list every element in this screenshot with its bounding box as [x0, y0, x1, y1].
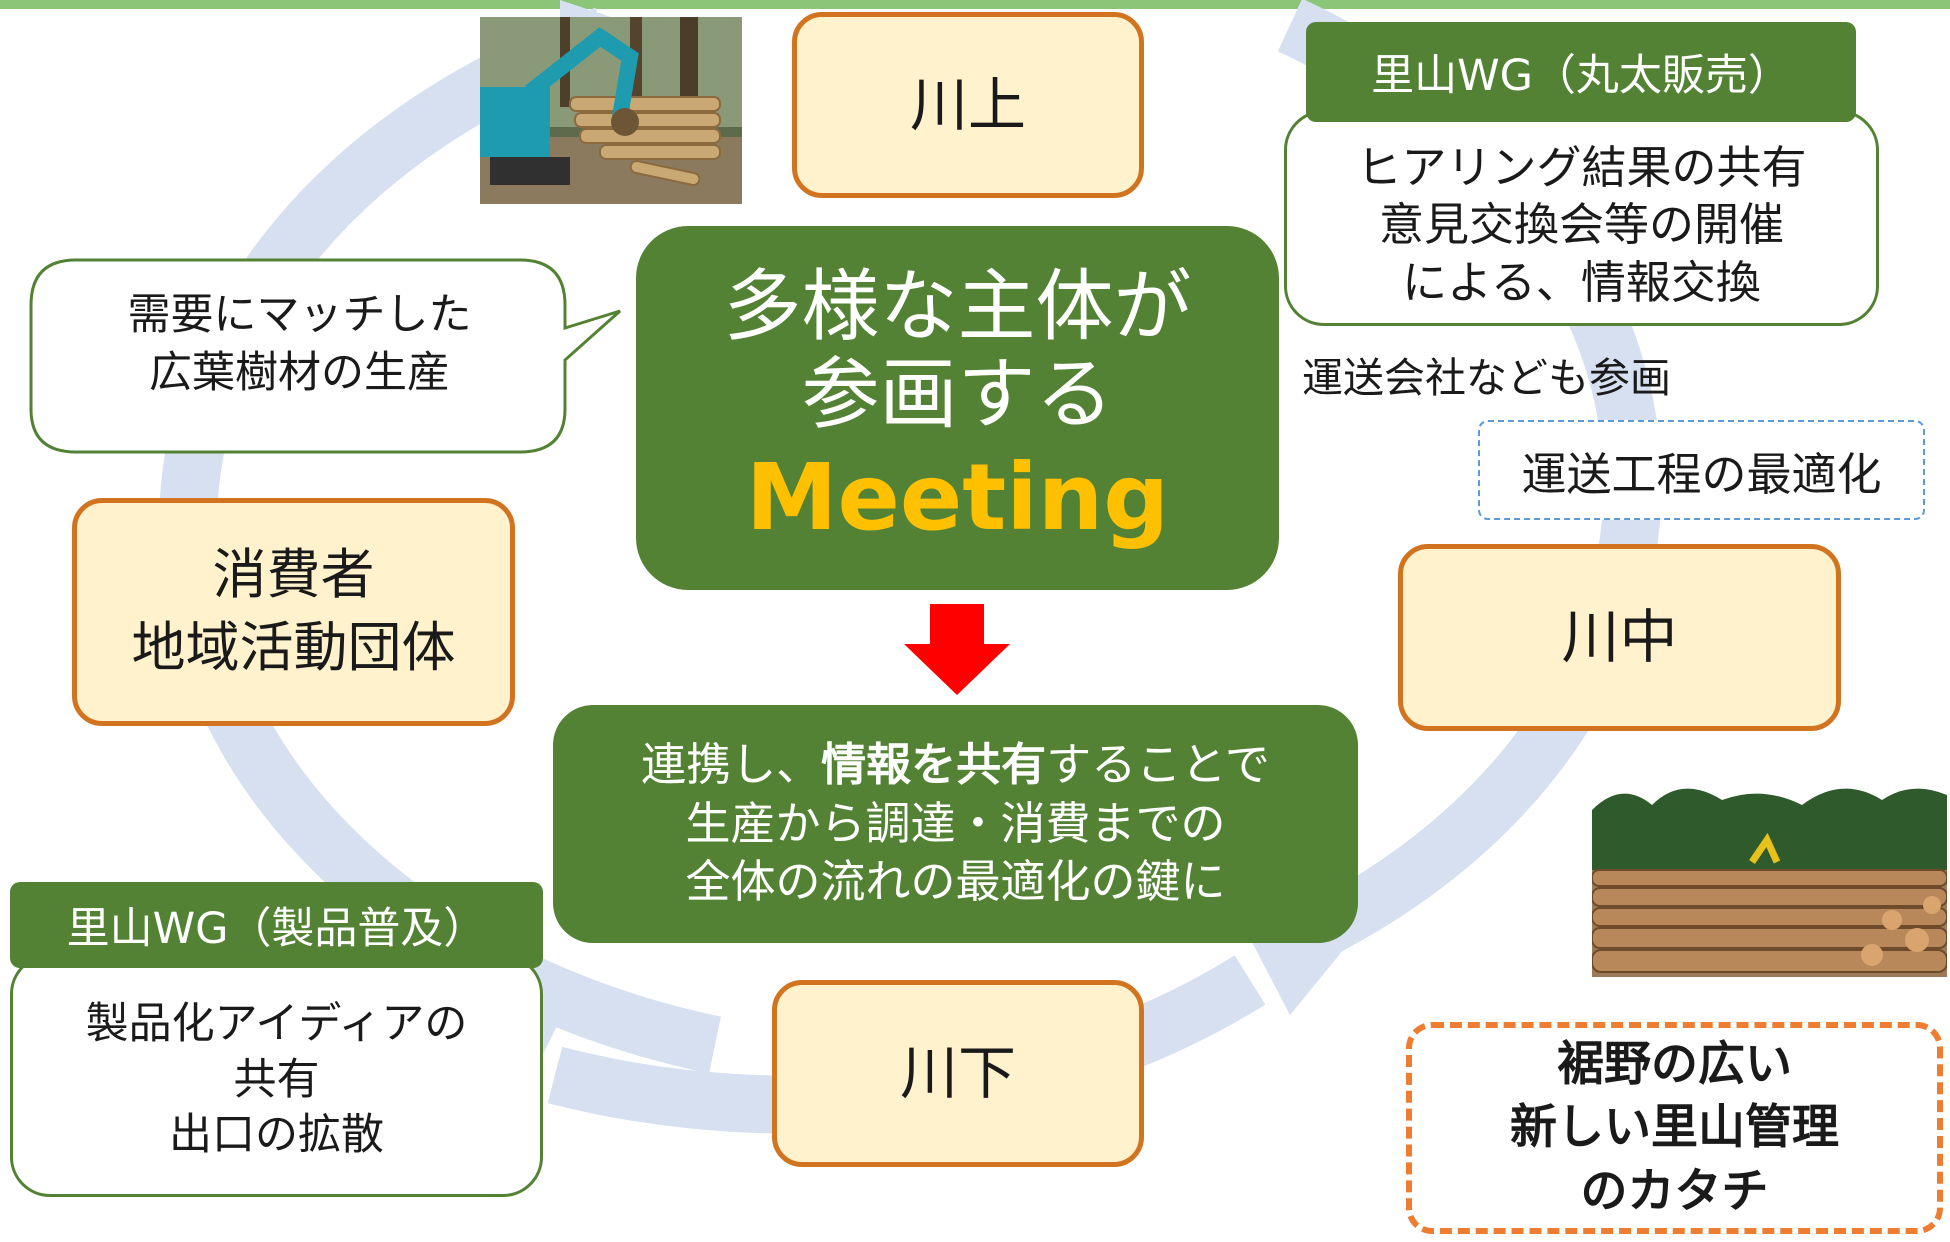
wg-product-line-3: 出口の拡散	[169, 1110, 384, 1161]
stage-downstream: 川下	[772, 980, 1144, 1167]
demand-callout	[29, 258, 621, 454]
consumers-line-1: 消費者	[212, 543, 375, 607]
share-line-1-pre: 連携し、	[641, 738, 822, 792]
demand-callout-line-1: 需要にマッチした	[127, 290, 472, 340]
share-line-1: 連携し、情報を共有することで	[641, 736, 1270, 795]
info-share-box: 連携し、情報を共有することで 生産から調達・消費までの 全体の流れの最適化の鍵に	[553, 705, 1358, 943]
stage-downstream-label: 川下	[899, 1039, 1016, 1108]
consumers-line-2: 地域活動団体	[131, 616, 456, 679]
center-meeting-box: 多様な主体が 参画する Meeting	[636, 226, 1279, 590]
management-line-1: 裾野の広い	[1557, 1036, 1792, 1092]
wg-product-line-1: 製品化アイディアの	[85, 998, 468, 1049]
center-line-2: 参画する	[801, 349, 1114, 440]
excavator-log-photo	[480, 17, 742, 204]
wg-product-title: 里山WG（製品普及）	[66, 904, 487, 954]
wg-log-sales-line-3: による、情報交換	[1402, 255, 1761, 309]
share-line-2: 生産から調達・消費までの	[685, 796, 1226, 850]
stage-consumers: 消費者 地域活動団体	[72, 498, 515, 726]
share-line-3: 全体の流れの最適化の鍵に	[685, 855, 1226, 909]
stage-midstream-label: 川中	[1561, 603, 1678, 672]
wg-log-sales-header: 里山WG（丸太販売）	[1306, 22, 1856, 122]
share-line-1-bold: 情報を共有	[821, 738, 1047, 792]
wg-log-sales-box: ヒアリング結果の共有 意見交換会等の開催 による、情報交換	[1284, 110, 1879, 326]
wg-log-sales-line-2: 意見交換会等の開催	[1378, 198, 1784, 252]
wg-product-box: 製品化アイディアの 共有 出口の拡散	[10, 954, 543, 1197]
wg-product-header: 里山WG（製品普及）	[10, 882, 543, 968]
stage-midstream: 川中	[1398, 544, 1841, 731]
share-line-1-post: することで	[1046, 738, 1270, 792]
wg-log-sales-title: 里山WG（丸太販売）	[1371, 51, 1791, 101]
demand-callout-text: 需要にマッチした 広葉樹材の生産	[32, 286, 567, 402]
down-arrow-icon	[904, 604, 1010, 695]
management-line-2: 新しい里山管理	[1510, 1100, 1839, 1156]
top-accent-bar	[0, 0, 1950, 9]
management-line-3: のカタチ	[1580, 1163, 1769, 1219]
wg-log-sales-line-1: ヒアリング結果の共有	[1356, 141, 1807, 195]
satoyama-management-note: 裾野の広い 新しい里山管理 のカタチ	[1406, 1022, 1943, 1234]
transport-note: 運送会社なども参画	[1302, 354, 1671, 402]
stage-upstream-label: 川上	[909, 70, 1026, 139]
stage-upstream: 川上	[792, 12, 1144, 198]
wg-product-line-2: 共有	[233, 1054, 320, 1105]
transport-optimization-label: 運送工程の最適化	[1521, 447, 1882, 501]
transport-optimization-note: 運送工程の最適化	[1478, 420, 1925, 520]
meeting-label: Meeting	[745, 443, 1170, 551]
log-yard-photo	[1592, 770, 1947, 977]
center-line-1: 多様な主体が	[723, 261, 1192, 352]
demand-callout-line-2: 広葉樹材の生産	[149, 348, 450, 399]
